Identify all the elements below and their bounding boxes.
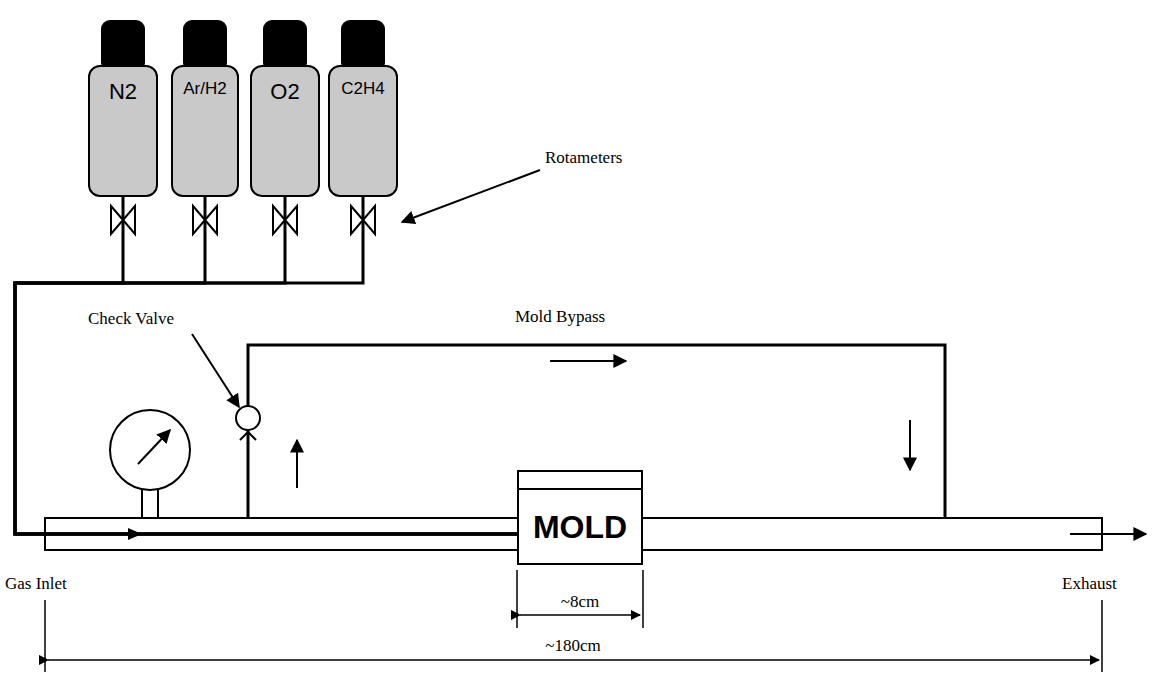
gauge-needle [138, 430, 170, 464]
gas-cylinder: C2H4 [328, 65, 398, 197]
flow-arrow [550, 360, 626, 362]
dimension-tick [516, 570, 518, 628]
dimension-tick [1101, 600, 1103, 672]
valve-symbol [351, 206, 375, 234]
dimension-mold [517, 570, 643, 628]
gas-cylinder: O2 [250, 65, 320, 197]
gauge-stem [142, 489, 158, 518]
gas-line [15, 197, 517, 534]
node-label: O2 [270, 79, 299, 104]
gas-cylinder: Ar/H2 [171, 65, 239, 197]
pressure-gauge [110, 410, 190, 490]
gas-line [15, 197, 517, 534]
valve-symbol [111, 206, 135, 234]
dimension-tick [44, 600, 46, 672]
flow-arrow [296, 440, 298, 488]
end-label: Gas Inlet [5, 574, 67, 594]
flow-arrow [128, 528, 142, 540]
end-label: Exhaust [1062, 574, 1117, 594]
node-label: N2 [109, 79, 137, 104]
leader-line [192, 334, 239, 407]
callout-label: Check Valve [88, 309, 174, 329]
leader-line [402, 170, 540, 222]
exhaust-arrow [1070, 533, 1146, 535]
callout-label: Rotameters [545, 148, 622, 168]
dimension-label: ~8cm [561, 592, 599, 612]
node-label: Ar/H2 [183, 79, 226, 99]
gas-line [15, 197, 517, 534]
rotameter-symbols [111, 206, 375, 234]
valve-symbol [273, 206, 297, 234]
callout-label: Mold Bypass [515, 307, 605, 327]
dimension-line [520, 614, 640, 616]
check-valve [236, 406, 260, 430]
mold-box: MOLD [517, 470, 643, 565]
gas-cylinder: N2 [88, 65, 158, 197]
node-label: C2H4 [341, 79, 384, 99]
dimension-line [48, 659, 1099, 661]
valve-symbol [193, 206, 217, 234]
check-valve-seat [240, 432, 256, 440]
dimension-tick [642, 570, 644, 628]
gas-line [15, 197, 517, 534]
dimension-label: ~180cm [545, 636, 600, 656]
flow-arrow [909, 420, 911, 470]
node-label: MOLD [533, 509, 627, 546]
